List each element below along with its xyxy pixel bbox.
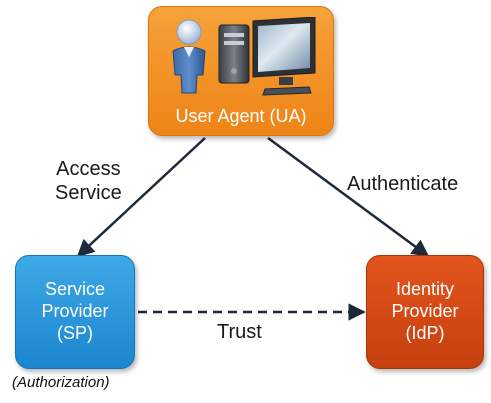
access-service-line-2: Service	[55, 182, 122, 204]
service-provider-line-3: (SP)	[57, 323, 93, 343]
service-provider-node: Service Provider (SP)	[15, 255, 135, 369]
identity-provider-label: Identity Provider (IdP)	[367, 278, 483, 344]
user-person-icon	[172, 19, 206, 94]
identity-provider-node: Identity Provider (IdP)	[366, 255, 484, 369]
desktop-computer-icon	[218, 17, 316, 96]
service-provider-line-1: Service	[44, 279, 106, 299]
authenticate-label: Authenticate	[347, 173, 459, 195]
access-service-arrow	[76, 137, 206, 258]
access-service-label: Access Service	[55, 157, 122, 205]
authorization-note: (Authorization)	[12, 374, 110, 391]
user-agent-node: User Agent (UA)	[148, 6, 334, 136]
identity-provider-line-1: Identity	[395, 279, 455, 299]
access-service-line-1: Access	[56, 158, 121, 180]
user-agent-label: User Agent (UA)	[175, 106, 307, 126]
identity-provider-line-2: Provider	[391, 301, 459, 321]
service-provider-label: Service Provider (SP)	[16, 278, 134, 344]
service-provider-line-2: Provider	[41, 301, 109, 321]
trust-label: Trust	[217, 321, 262, 343]
identity-provider-line-3: (IdP)	[405, 323, 445, 343]
authenticate-arrow	[267, 136, 430, 258]
